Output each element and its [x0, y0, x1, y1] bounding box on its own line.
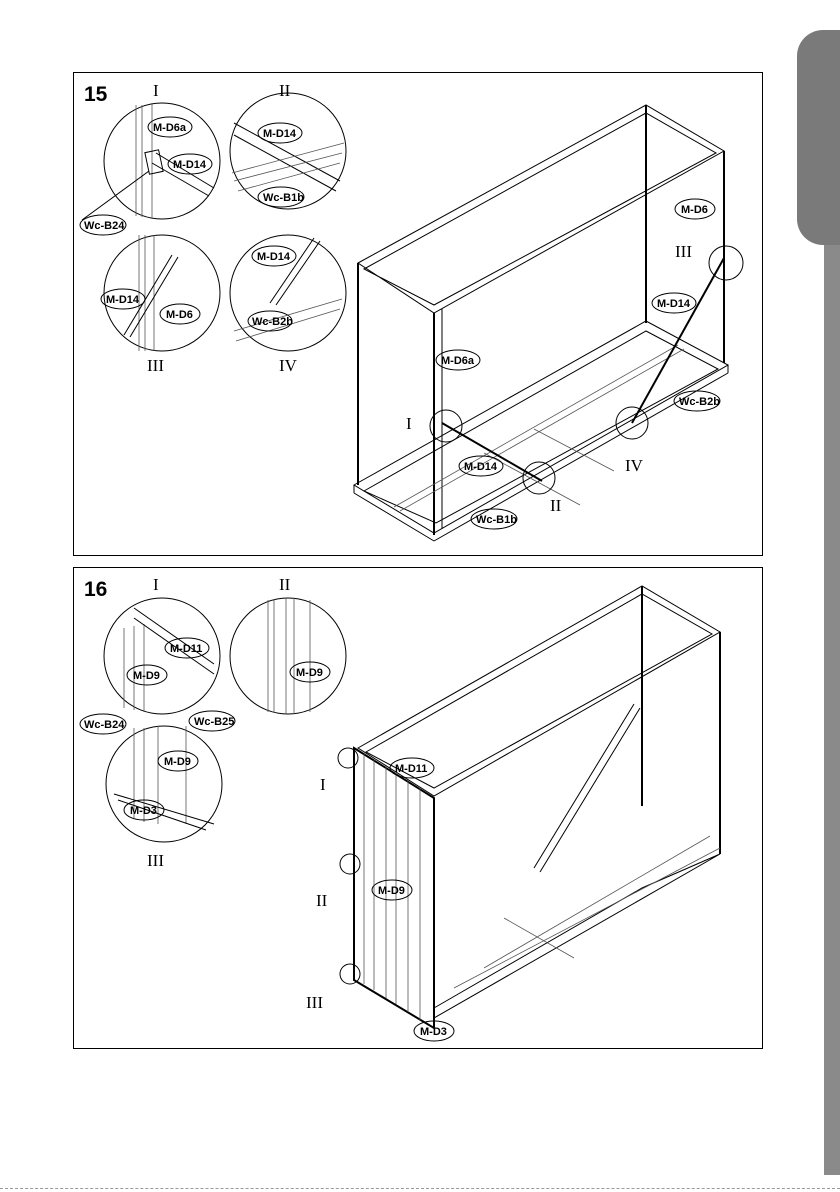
- detail-numeral-iii: III: [147, 356, 164, 375]
- wall-numeral-iii: III: [306, 993, 323, 1012]
- detail-circle-ii: [230, 598, 346, 714]
- label-m-d14-frame-2: M-D14: [464, 461, 498, 473]
- label-wc-b2b-frame: Wc-B2b: [679, 396, 720, 408]
- step-16-panel: 16 I II III: [73, 567, 763, 1049]
- label-m-d6-frame: M-D6: [681, 204, 708, 216]
- detail-numeral-iii: III: [147, 851, 164, 870]
- detail-circle-iii: [104, 235, 220, 351]
- label-m-d9-ii: M-D9: [296, 667, 323, 679]
- label-m-d3: M-D3: [130, 805, 157, 817]
- detail-numeral-i: I: [153, 81, 159, 100]
- part-callouts: M-D11 M-D9 Wc-B24 Wc-B25 M-D9 M-D9 M-D3 …: [80, 638, 454, 1041]
- label-m-d14-iii: M-D14: [106, 294, 140, 306]
- label-m-d6a: M-D6a: [153, 122, 187, 134]
- label-m-d9-iii: M-D9: [164, 756, 191, 768]
- label-m-d14: M-D14: [173, 159, 207, 171]
- label-m-d3-wall: M-D3: [420, 1026, 447, 1038]
- wall-numeral-i: I: [320, 775, 326, 794]
- label-wc-b24: Wc-B24: [84, 719, 125, 731]
- label-m-d9-wall: M-D9: [378, 885, 405, 897]
- shed-wall-drawing: [338, 586, 720, 1028]
- label-m-d14-ii: M-D14: [263, 128, 297, 140]
- step-15-panel: 15 I II III IV: [73, 72, 763, 556]
- wall-numeral-ii: II: [316, 891, 328, 910]
- label-m-d9: M-D9: [133, 670, 160, 682]
- label-wc-b1b: Wc-B1b: [263, 192, 304, 204]
- detail-circle-iii: [106, 726, 222, 842]
- label-m-d11: M-D11: [170, 643, 202, 655]
- step-16-illustration: I II III: [74, 568, 764, 1050]
- detail-numeral-i: I: [153, 575, 159, 594]
- label-wc-b2b: Wc-B2b: [252, 316, 293, 328]
- detail-circle-i: [104, 598, 220, 714]
- label-m-d6a-frame: M-D6a: [441, 355, 475, 367]
- detail-numeral-iv: IV: [279, 356, 298, 375]
- page-bottom-edge: [0, 1188, 840, 1189]
- section-tab: [797, 30, 840, 245]
- label-m-d14-iv: M-D14: [257, 251, 291, 263]
- frame-numeral-i: I: [406, 414, 412, 433]
- detail-numeral-ii: II: [279, 575, 291, 594]
- label-wc-b1b-frame: Wc-B1b: [476, 514, 517, 526]
- page-edge-strip: [824, 245, 840, 1175]
- frame-numeral-ii: II: [550, 496, 562, 515]
- label-wc-b24: Wc-B24: [84, 220, 125, 232]
- frame-numeral-iv: IV: [625, 456, 644, 475]
- step-15-illustration: I II III IV: [74, 73, 764, 557]
- label-wc-b25: Wc-B25: [194, 716, 234, 728]
- label-m-d11-wall: M-D11: [395, 763, 427, 775]
- shed-frame-drawing: [354, 105, 743, 541]
- frame-numeral-iii: III: [675, 242, 692, 261]
- label-m-d6: M-D6: [166, 309, 193, 321]
- detail-numeral-ii: II: [279, 81, 291, 100]
- label-m-d14-frame: M-D14: [657, 298, 691, 310]
